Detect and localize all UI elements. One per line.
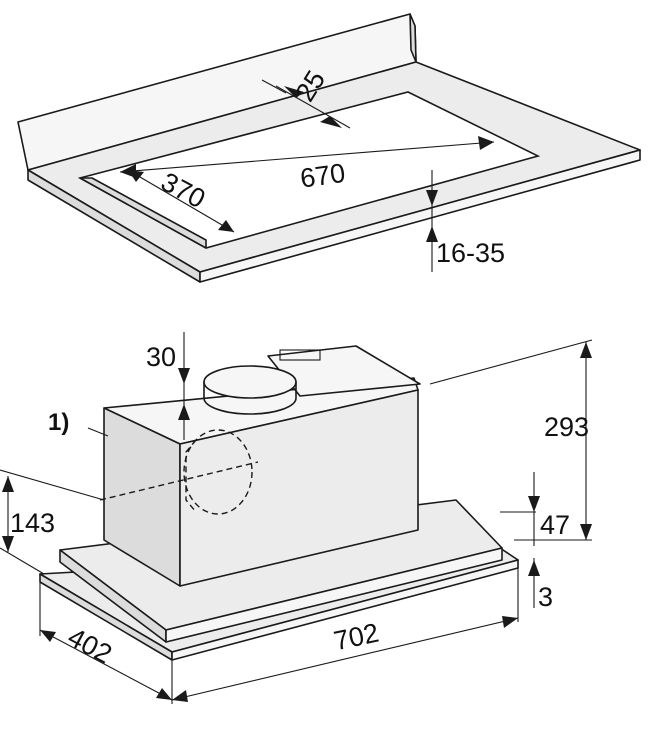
dim-670-label: 670 <box>298 158 347 194</box>
dim-702-label: 702 <box>331 618 381 657</box>
dim-143-arrow2 <box>2 536 14 552</box>
dim-16-35-label: 16-35 <box>436 238 505 268</box>
plate-right-edge <box>199 149 641 283</box>
dim-293-arrow2 <box>580 524 592 540</box>
dim-3-arrow <box>528 560 540 576</box>
cutout-inner-wall <box>79 177 207 249</box>
dim-3-label: 3 <box>538 582 553 612</box>
dim-47-arrow <box>528 496 540 512</box>
duct-collar-wall <box>203 381 297 415</box>
dim-143-ext-top <box>0 469 105 501</box>
dim-25-arrow1 <box>284 86 304 98</box>
dim-702-arrow2 <box>502 616 518 628</box>
note-marker: 1) <box>48 409 69 436</box>
dim-16-35-arrow1 <box>426 190 438 206</box>
dim-30-arrow1 <box>178 368 190 384</box>
dim-402-arrow1 <box>40 630 56 642</box>
dim-25-ext1 <box>261 79 287 94</box>
alt-duct-outline <box>183 429 253 515</box>
duct-collar <box>203 365 297 399</box>
worktop-cutout-drawing: 25 670 370 16-35 <box>17 13 641 283</box>
hood-drawing: 1) 30 293 47 3 143 4 <box>0 332 593 704</box>
dim-143-ext-bottom <box>0 547 45 575</box>
dim-25-arrow2 <box>320 116 342 128</box>
dim-30-arrow2 <box>178 404 190 420</box>
alt-duct-side <box>185 439 197 513</box>
dim-670-arrow2 <box>478 136 494 150</box>
dim-25-line <box>275 85 351 129</box>
note-leader <box>87 427 109 437</box>
dim-402-label: 402 <box>63 622 117 670</box>
dim-402-line <box>39 629 173 701</box>
dim-293-ext-top <box>429 339 593 385</box>
dim-370-line <box>127 169 235 233</box>
base-plate-front <box>165 547 503 643</box>
dim-293-arrow1 <box>580 342 592 358</box>
dim-702-arrow1 <box>172 690 188 702</box>
dim-370-arrow1 <box>128 170 144 182</box>
dim-16-35-arrow2 <box>426 226 438 242</box>
dim-30-label: 30 <box>146 342 176 372</box>
dim-702-line <box>171 617 519 701</box>
dim-143-label: 143 <box>10 508 55 538</box>
dim-47-label: 47 <box>540 510 570 540</box>
alt-duct-axis <box>99 461 259 501</box>
dim-402-arrow2 <box>156 688 172 700</box>
dim-370-arrow2 <box>218 220 234 232</box>
top-connector <box>279 349 321 361</box>
dim-293-label: 293 <box>544 412 589 442</box>
dim-670-line <box>119 141 495 173</box>
dim-143-arrow1 <box>2 476 14 492</box>
